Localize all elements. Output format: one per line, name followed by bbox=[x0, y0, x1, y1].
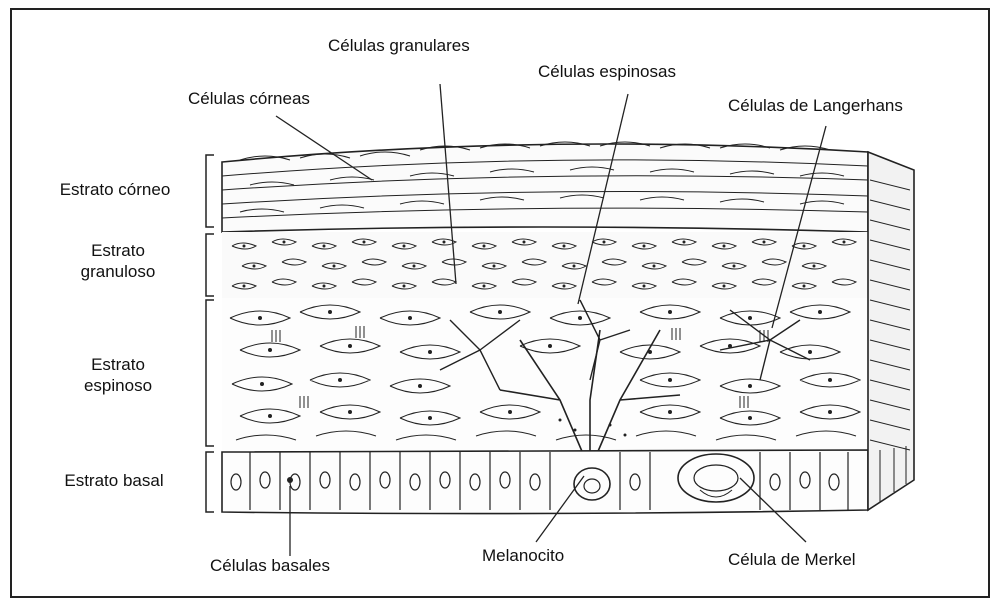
label-estrato-espinoso-2: espinoso bbox=[42, 376, 194, 396]
side-edge-drawing bbox=[868, 152, 914, 510]
stratum-granulosum-drawing bbox=[222, 232, 868, 298]
layer-brackets bbox=[206, 155, 214, 512]
label-melanocito: Melanocito bbox=[482, 546, 564, 566]
label-celulas-granulares: Células granulares bbox=[328, 36, 470, 56]
bracket-estrato-granuloso bbox=[206, 234, 214, 296]
bracket-estrato-espinoso bbox=[206, 300, 214, 446]
label-estrato-granuloso-1: Estrato bbox=[42, 241, 194, 261]
label-celulas-corneas: Células córneas bbox=[188, 89, 310, 109]
label-estrato-corneo: Estrato córneo bbox=[34, 180, 196, 200]
stratum-basale-drawing bbox=[222, 450, 868, 514]
label-estrato-espinoso-1: Estrato bbox=[42, 355, 194, 375]
stratum-spinosum-drawing bbox=[222, 298, 868, 470]
label-celula-merkel: Célula de Merkel bbox=[728, 550, 856, 570]
bracket-estrato-corneo bbox=[206, 155, 214, 227]
bracket-estrato-basal bbox=[206, 452, 214, 512]
stratum-corneum-drawing bbox=[222, 142, 868, 232]
label-celulas-basales: Células basales bbox=[210, 556, 330, 576]
label-celulas-espinosas: Células espinosas bbox=[538, 62, 676, 82]
label-estrato-basal: Estrato basal bbox=[32, 471, 196, 491]
label-celulas-langerhans: Células de Langerhans bbox=[728, 96, 903, 116]
label-estrato-granuloso-2: granuloso bbox=[42, 262, 194, 282]
